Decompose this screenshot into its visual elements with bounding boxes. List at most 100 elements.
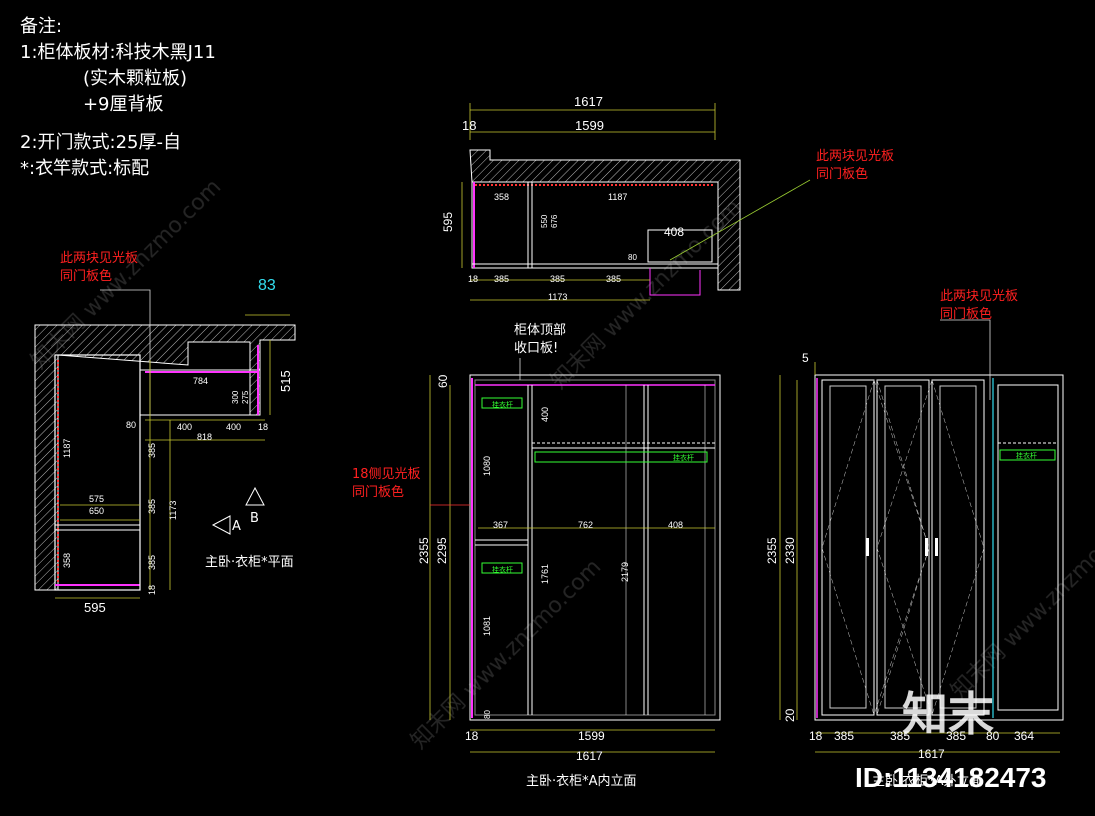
top-red-note-1: 此两块见光板 [816,149,894,164]
rod-label-2: 挂衣杆 [673,453,694,462]
notes-block: 备注: 1:柜体板材:科技木黑J11 (实木颗粒板) +9厘背板 2:开门款式:… [20,14,216,182]
dim-784: 784 [193,376,208,386]
watermark-text-2: 知末网 www.znzmo.com [547,194,747,394]
inner-dim-18: 18 [465,729,479,743]
outer-dim-385b: 385 [890,729,910,743]
outer-dim-80: 80 [986,729,1000,743]
dim-83: 83 [258,277,276,294]
dim-385a: 385 [147,443,157,458]
inner-dim-367: 367 [493,520,508,530]
outer-rod-label: 挂衣杆 [1016,451,1037,460]
inner-red-note-2: 同门板色 [352,484,404,500]
outer-frame [814,374,1064,721]
dim-300: 300 [231,390,240,404]
top-wall-hatch [469,149,741,291]
dim-18b: 18 [147,585,157,595]
plan-left-caption: 主卧·衣柜*平面 [205,554,294,570]
top-dim-408: 408 [664,225,684,239]
top-dim-1617: 1617 [574,94,603,109]
notes-line-3: +9厘背板 [20,94,164,115]
inner-top-note-2: 收口板! [514,341,558,356]
inner-dim-1617: 1617 [576,749,603,763]
outer-red-note-1: 此两块见光板 [940,289,1018,304]
dim-18a: 18 [258,422,268,432]
dim-400b: 400 [226,422,241,432]
notes-line-1: 1:柜体板材:科技木黑J11 [20,42,216,63]
view-label-b: B [250,511,259,526]
cabinet-return [139,369,261,416]
inner-dim-2295: 2295 [435,537,449,564]
inner-dim-2179: 2179 [620,562,630,582]
top-red-note-2: 同门板色 [816,166,868,182]
wall-hatch [34,324,296,591]
plan-left: 此两块见光板 同门板色 83 515 784 300 275 80 400 40… [34,251,296,615]
plan-left-red-note-2: 同门板色 [60,268,112,284]
rod-label-3: 挂衣杆 [492,565,513,574]
dim-385c: 385 [147,555,157,570]
plan-left-red-note-1: 此两块见光板 [60,251,138,266]
inner-caption: 主卧·衣柜*A内立面 [526,773,637,789]
inner-dim-80: 80 [483,710,492,719]
inner-dim-1080: 1080 [482,456,492,476]
dim-1187: 1187 [62,439,72,458]
top-dim-358: 358 [494,192,509,202]
watermark-text-4: 知末网 www.znzmo.com [947,504,1095,704]
watermarks: 知末网 www.znzmo.com 知末网 www.znzmo.com 知末网 … [27,174,1095,754]
image-id: ID:1134182473 [855,762,1047,793]
dim-1173: 1173 [168,501,178,520]
outer-dim-385c: 385 [946,729,966,743]
outer-dim-364: 364 [1014,729,1034,743]
rod-label-1: 挂衣杆 [492,400,513,409]
top-dim-18b: 18 [468,274,478,284]
inner-dim-762: 762 [578,520,593,530]
inner-dim-1761: 1761 [540,564,550,584]
elevation-outer: 挂衣杆 此两块见光板 同门板色 5 2355 2330 20 18 385 38… [765,289,1064,789]
dim-515: 515 [278,370,293,392]
view-label-a: A [232,519,241,534]
top-dim-385a: 385 [494,274,509,284]
outer-dim-2355: 2355 [765,537,779,564]
inner-top-note-1: 柜体顶部 [514,323,566,338]
top-dim-18: 18 [462,118,476,133]
outer-caption: 主卧·衣柜*A外立面 [872,773,983,789]
inner-dim-2355: 2355 [417,537,431,564]
dim-818: 818 [197,432,212,442]
inner-frame [469,374,721,721]
watermark-text-3: 知末网 www.znzmo.com [407,554,607,754]
top-dim-385c: 385 [606,274,621,284]
outer-dim-20: 20 [783,708,797,722]
outer-dim-5: 5 [802,351,809,365]
dim-595: 595 [84,600,106,615]
top-cabinet [471,181,719,269]
plan-top: 1617 18 1599 595 358 1187 550 676 408 80… [441,94,894,302]
notes-title: 备注: [20,16,63,37]
top-dim-1173: 1173 [548,292,567,302]
inner-dim-60: 60 [436,374,450,388]
top-dim-595: 595 [441,212,455,232]
notes-line-2: (实木颗粒板) [20,68,187,89]
outer-dim-2330: 2330 [783,537,797,564]
view-arrow-b [245,486,265,506]
top-dim-676: 676 [550,214,559,228]
top-dim-1187: 1187 [608,192,627,202]
brand-logo-text: 知末 [902,688,994,740]
dim-575: 575 [89,494,104,504]
notes-line-5: *:衣竿款式:标配 [20,158,150,179]
elevation-inner: 挂衣杆 挂衣杆 挂衣杆 柜体顶部 收口板! 18侧见光板 同门板色 60 400… [352,323,721,789]
notes-line-4: 2:开门款式:25厚-自 [20,132,181,153]
dim-80: 80 [126,420,136,430]
inner-red-note-1: 18侧见光板 [352,467,421,482]
dim-650: 650 [89,506,104,516]
inner-dim-1081: 1081 [482,616,492,636]
outer-dim-385a: 385 [834,729,854,743]
inner-dim-400: 400 [540,407,550,422]
dim-275: 275 [241,390,250,404]
dim-400a: 400 [177,422,192,432]
dim-358: 358 [62,553,72,568]
top-dim-80: 80 [628,253,637,262]
inner-dim-1599: 1599 [578,729,605,743]
view-arrow-a [211,515,231,535]
top-dim-1599: 1599 [575,118,604,133]
top-dim-385b: 385 [550,274,565,284]
